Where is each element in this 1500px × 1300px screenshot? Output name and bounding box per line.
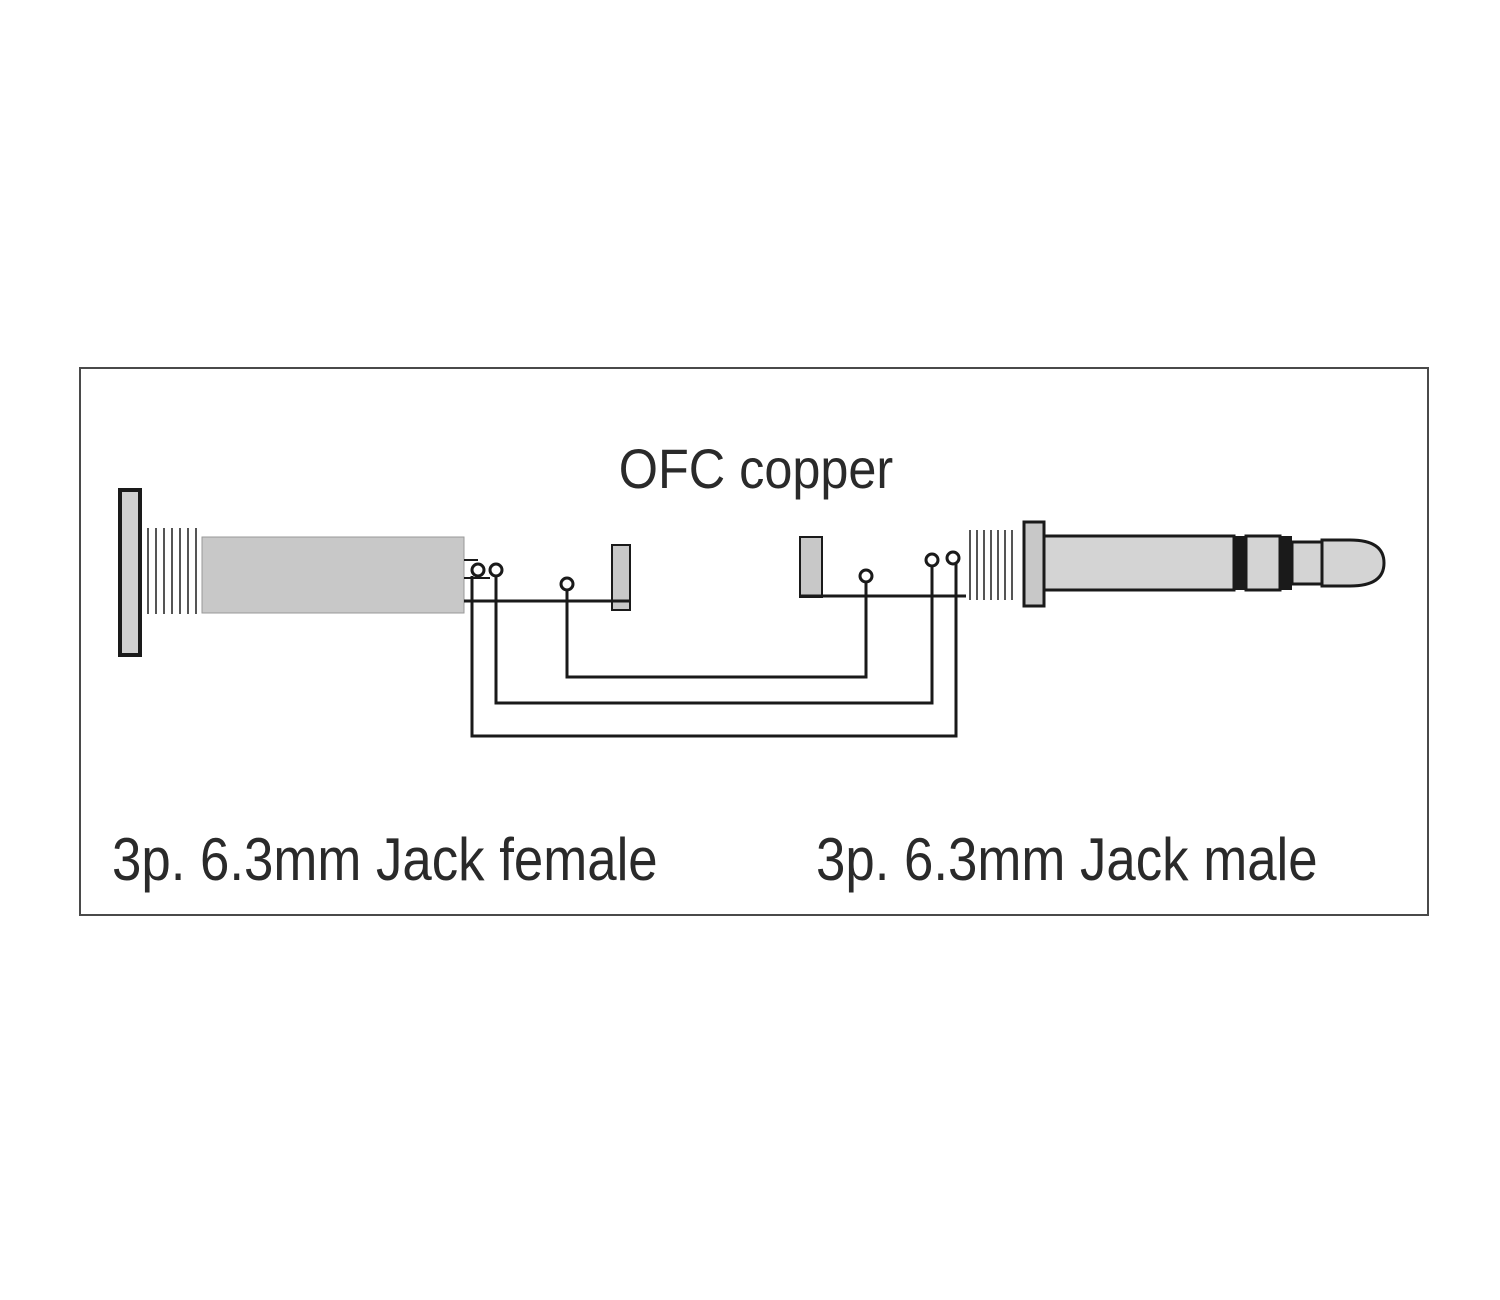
female-jack-thread xyxy=(147,528,197,614)
diagram-frame xyxy=(79,367,1429,916)
male-jack-sleeve xyxy=(1042,534,1236,592)
female-jack-tab-1 xyxy=(470,562,486,578)
male-jack-ring xyxy=(1244,534,1282,592)
male-jack-connector xyxy=(799,520,1386,608)
female-jack-tab-2 xyxy=(488,562,504,578)
male-jack-collar xyxy=(1022,520,1046,608)
female-jack-flange xyxy=(118,488,142,657)
wire-inner xyxy=(565,582,868,679)
female-jack-connector xyxy=(118,488,504,657)
male-jack-tab-2 xyxy=(945,550,961,566)
male-jack-tab-1 xyxy=(924,552,940,568)
male-jack-thread xyxy=(969,530,1013,600)
wire-outer xyxy=(470,564,958,738)
female-jack-body xyxy=(201,536,465,614)
wiring xyxy=(470,564,958,738)
left-connector-label: 3p. 6.3mm Jack female xyxy=(112,826,658,893)
male-jack-tip xyxy=(1320,538,1386,588)
diagram-title: OFC copper xyxy=(619,439,893,501)
wire-middle xyxy=(494,566,934,705)
female-jack-switch-contact xyxy=(464,544,631,611)
right-connector-label: 3p. 6.3mm Jack male xyxy=(816,826,1318,893)
